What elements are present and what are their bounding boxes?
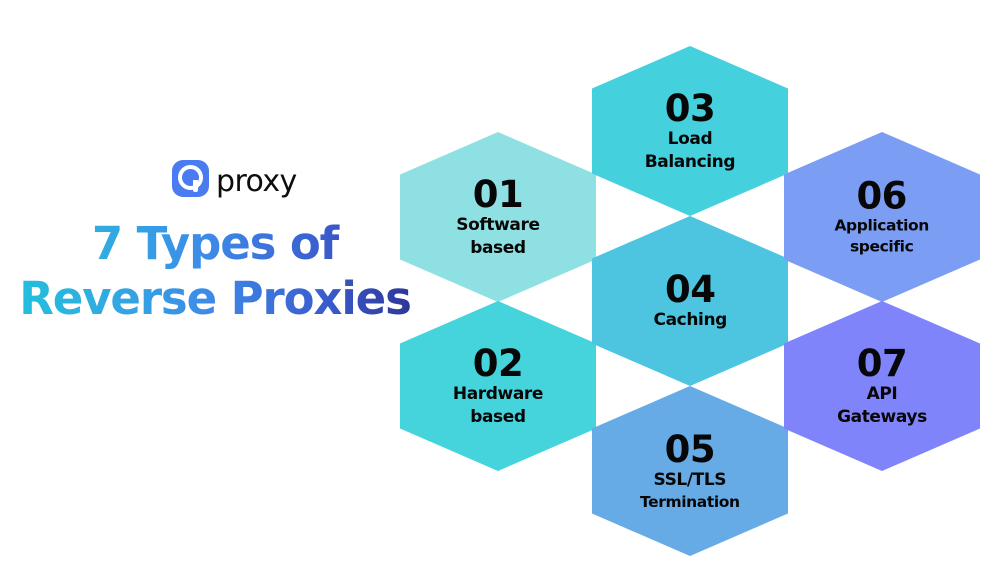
hexagon-label-07-line-2: Gateways	[837, 406, 927, 427]
hexagon-grid: 01 Software based 02 Hardware based 03 L…	[405, 0, 1000, 563]
hexagon-number-03: 03	[664, 86, 716, 130]
hexagon-label-01-line-2: based	[470, 237, 526, 258]
hexagon-item-06[interactable]: 06 Application specific	[784, 132, 980, 302]
hexagon-item-04[interactable]: 04 Caching	[592, 216, 788, 386]
hexagon-content-05: 05 SSL/TLS Termination	[592, 431, 788, 511]
hexagon-label-05-line-1: SSL/TLS	[653, 469, 727, 490]
page-title-line-1: 7 Types of	[0, 217, 430, 272]
logo-wordmark: proxy	[216, 164, 297, 199]
hexagon-item-03[interactable]: 03 Load Balancing	[592, 46, 788, 216]
hexagon-number-02: 02	[472, 341, 524, 385]
hexagon-number-04: 04	[664, 268, 716, 312]
hexagon-content-04: 04 Caching	[592, 271, 788, 331]
hexagon-number-01: 01	[472, 172, 524, 216]
brand-and-title-block: proxy 7 Types of Reverse Proxies	[0, 155, 430, 327]
hexagon-label-02-line-1: Hardware	[452, 383, 544, 404]
hexagon-item-05[interactable]: 05 SSL/TLS Termination	[592, 386, 788, 556]
hexagon-label-07-line-1: API	[866, 383, 898, 404]
hexagon-label-02-line-2: based	[470, 406, 526, 427]
hexagon-content-07: 07 API Gateways	[784, 345, 980, 427]
hexagon-label-06-line-2: specific	[850, 237, 914, 256]
hexagon-item-02[interactable]: 02 Hardware based	[400, 301, 596, 471]
hexagon-content-03: 03 Load Balancing	[592, 90, 788, 172]
hexagon-label-03-line-1: Load	[667, 128, 713, 149]
hexagon-content-01: 01 Software based	[400, 176, 596, 258]
logo-ring-shape	[178, 164, 203, 190]
page-title-line-2: Reverse Proxies	[0, 272, 430, 327]
hexagon-item-07[interactable]: 07 API Gateways	[784, 301, 980, 471]
hexagon-item-01[interactable]: 01 Software based	[400, 132, 596, 302]
hexagon-number-05: 05	[664, 427, 716, 471]
qproxy-logo-icon	[172, 159, 209, 197]
logo: proxy	[0, 155, 430, 201]
logo-tail-shape	[193, 179, 198, 192]
hexagon-content-02: 02 Hardware based	[400, 345, 596, 427]
hexagon-label-03-line-2: Balancing	[644, 151, 736, 172]
page-title: 7 Types of Reverse Proxies	[0, 217, 430, 327]
hexagon-content-06: 06 Application specific	[784, 178, 980, 257]
hexagon-label-01-line-1: Software	[456, 214, 540, 235]
hexagon-label-04-line-1: Caching	[653, 310, 727, 331]
hexagon-label-06-line-1: Application	[834, 216, 930, 235]
hexagon-number-06: 06	[856, 174, 908, 218]
hexagon-label-05-line-2: Termination	[640, 492, 740, 511]
hexagon-number-07: 07	[856, 341, 908, 385]
